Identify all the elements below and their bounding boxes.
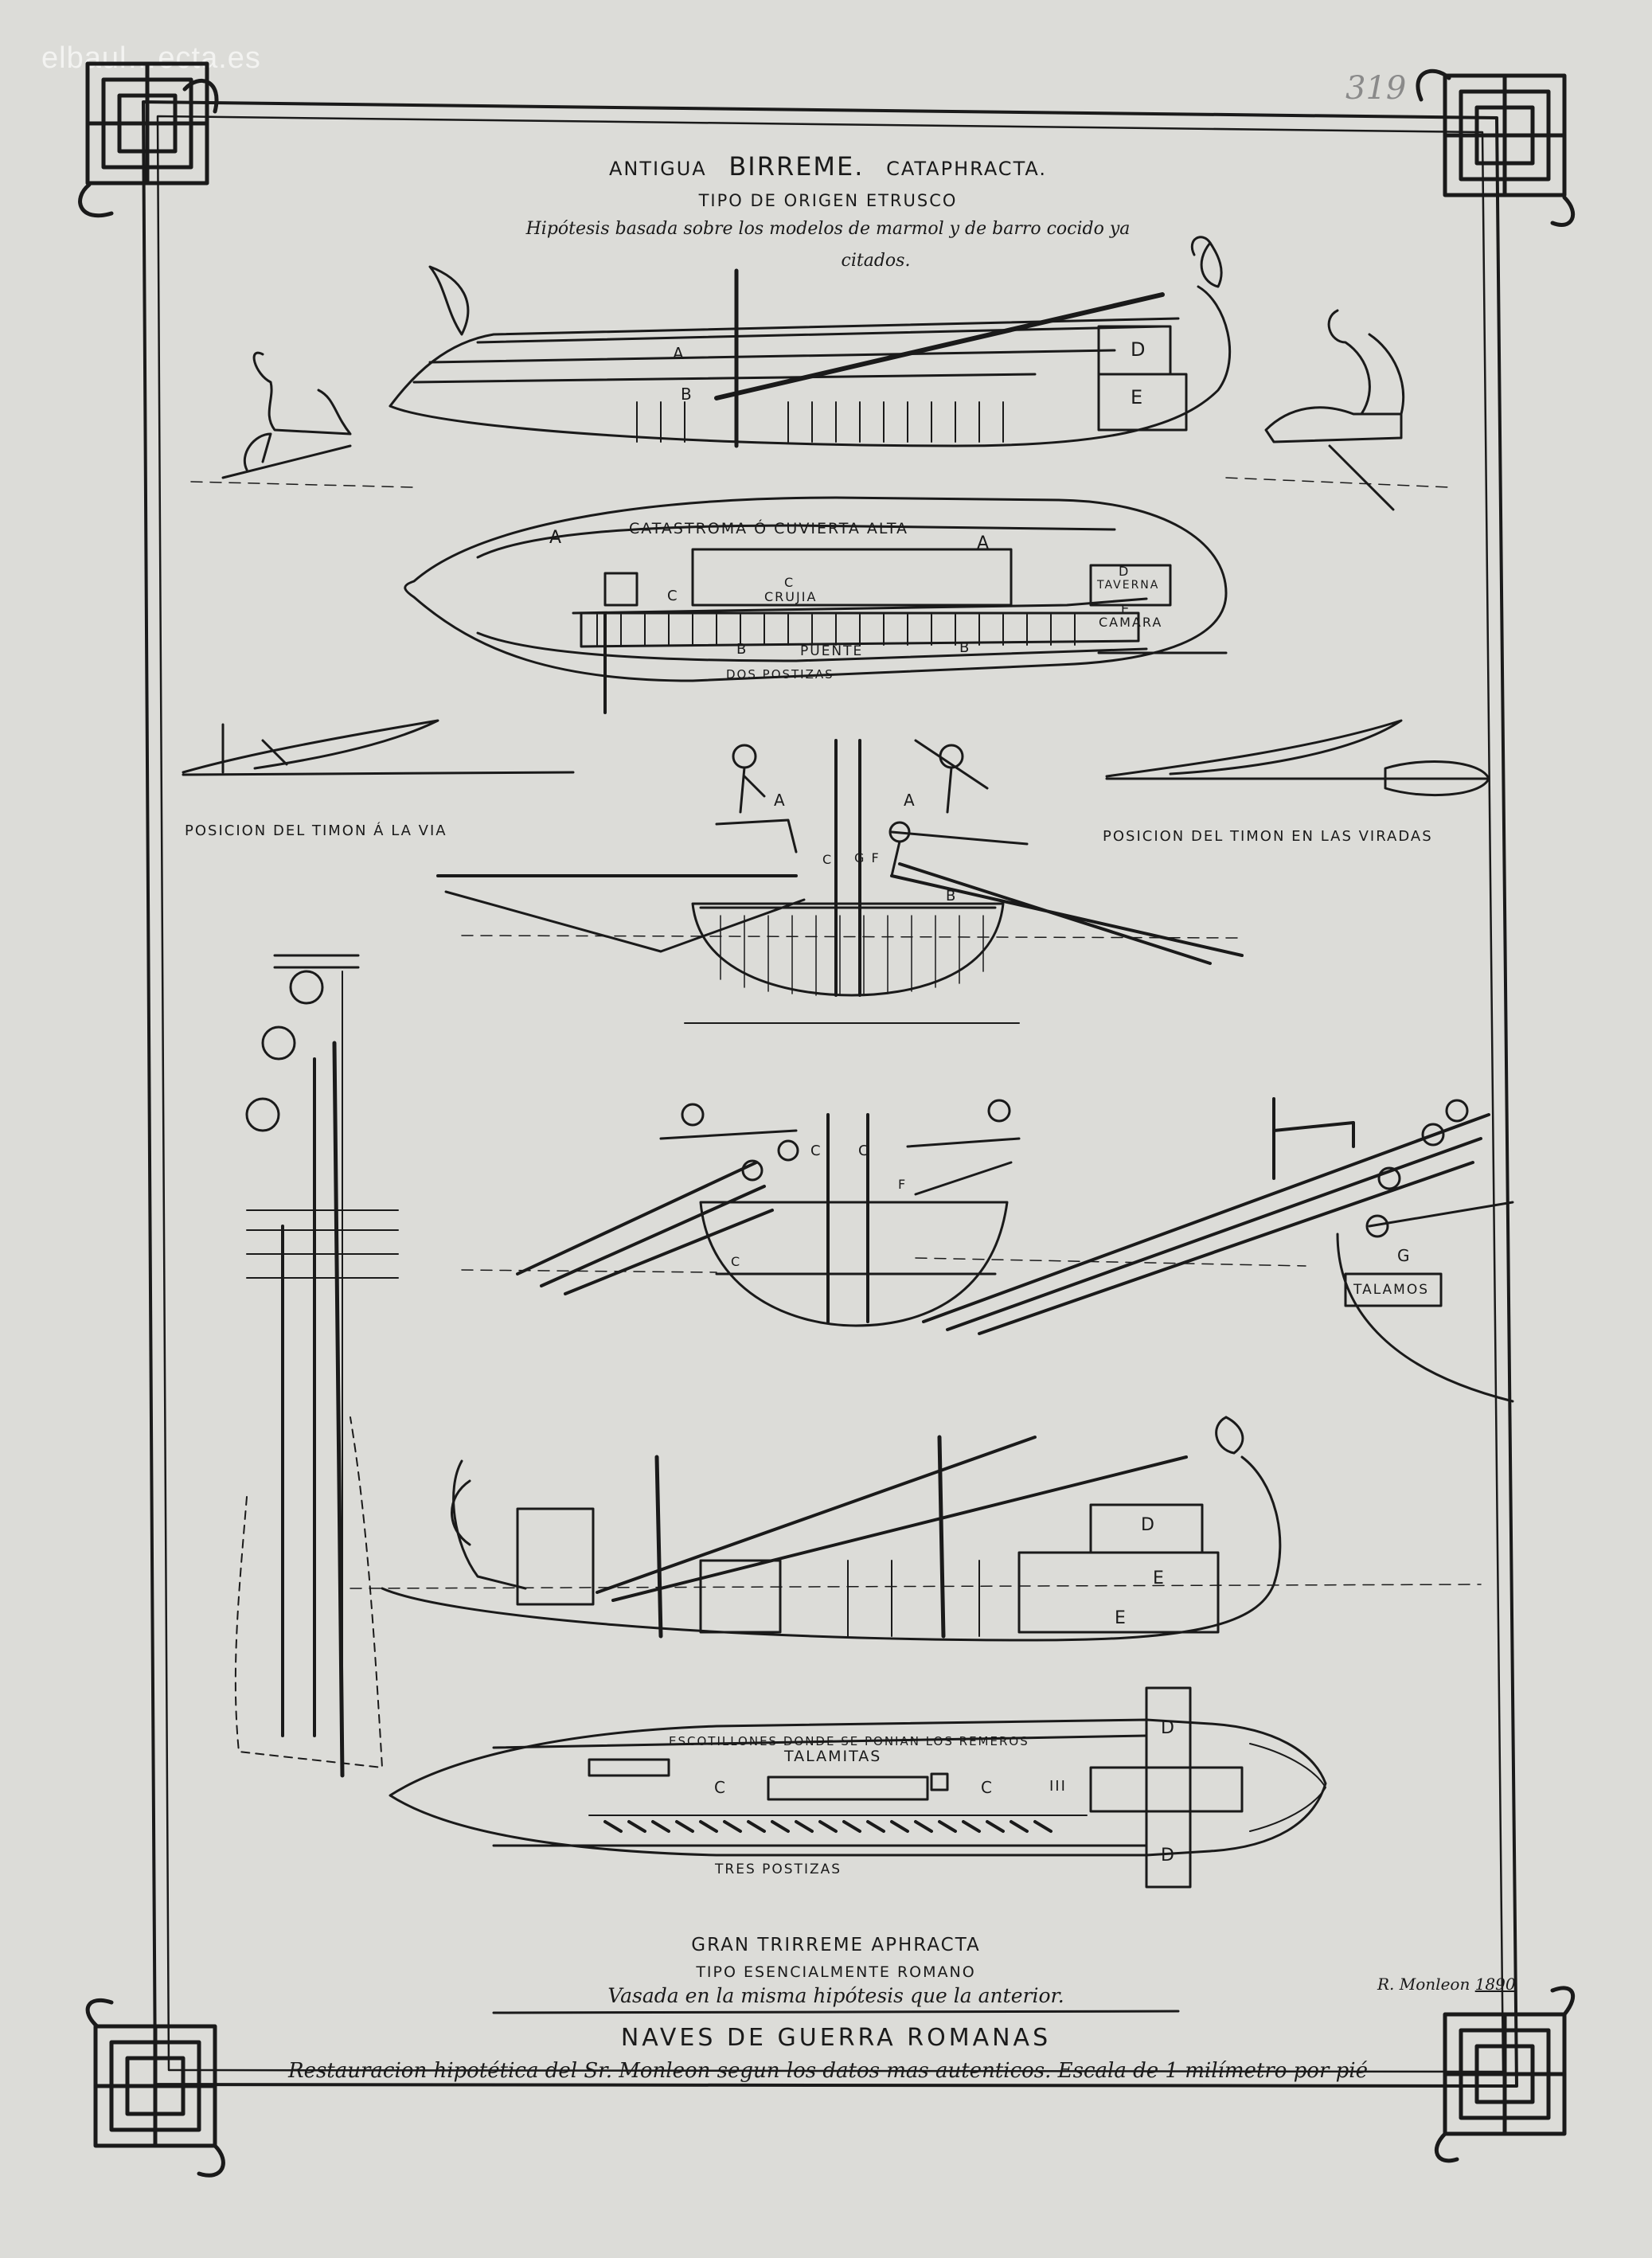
acrostolium-right (1264, 309, 1405, 511)
label-crujia: CRUJIA (764, 589, 818, 604)
signature-name: R. Monleon (1377, 1975, 1470, 1994)
rudder-elevation (234, 954, 399, 1778)
label-deck-A-left: A (549, 528, 564, 548)
label-side-B: B (681, 385, 693, 404)
birreme-side-view (389, 236, 1232, 448)
lower-subtitle: TIPO ESENCIALMENTE ROMANO (696, 1963, 976, 1981)
label-xs-C: C (822, 852, 834, 867)
caption-rudder-left: POSICION DEL TIMON Á LA VIA (185, 822, 447, 839)
corner-ornament-top-right (1416, 68, 1576, 227)
label-talamos: TALAMOS (1353, 1282, 1430, 1298)
label-xs-A-left: A (774, 791, 787, 810)
signature: R. Monleon 1890 (1377, 1975, 1516, 1994)
upper-note-line1: Hipótesis basada sobre los modelos de ma… (525, 219, 1131, 239)
label-tri-C1: C (714, 1778, 727, 1797)
label-deck-D: D (1119, 564, 1131, 579)
upper-note-line2: citados. (841, 251, 911, 271)
label-deck-B-right: B (959, 639, 971, 656)
label-dos-postizas: DOS POSTIZAS (726, 667, 834, 682)
label-tri-D: D (1141, 1515, 1156, 1535)
label-taverna: TAVERNA (1097, 579, 1160, 592)
label-xs2-C2: C (858, 1143, 870, 1159)
upper-subtitle: TIPO DE ORIGEN ETRUSCO (698, 191, 958, 210)
caption-rudder-right: POSICION DEL TIMON EN LAS VIRADAS (1103, 828, 1433, 845)
label-xs2-C1: C (810, 1143, 822, 1159)
sea-lines (190, 477, 1482, 1589)
label-side-A: A (673, 344, 685, 363)
label-tres-postizas: TRES POSTIZAS (715, 1861, 842, 1877)
label-talamitas: TALAMITAS (784, 1748, 882, 1765)
label-deck-top: CATASTROMA Ó CUVIERTA ALTA (629, 520, 909, 537)
label-xs-A-right: A (904, 791, 916, 810)
lower-title: GRAN TRIRREME APHRACTA (691, 1935, 981, 1955)
label-side-D: D (1131, 338, 1147, 361)
birreme-deck-plan (404, 496, 1228, 714)
page-number: 319 (1345, 70, 1407, 107)
swan-figurehead-left (221, 351, 352, 479)
upper-title: ANTIGUA BIRREME. CATAPHRACTA. (478, 151, 1178, 182)
label-deck-E: E (1121, 601, 1131, 616)
trireme-cross-section (516, 1099, 1021, 1327)
label-xs2-F: F (898, 1177, 908, 1192)
label-deck-B-left: B (736, 641, 748, 658)
label-tri-E2: E (1115, 1608, 1127, 1628)
watermark: elbaul…ecta.es (41, 41, 261, 75)
plate-border (142, 100, 1518, 2088)
plate-caption: Restauracion hipotética del Sr. Monleon … (288, 2059, 1368, 2083)
label-tri-C2: C (981, 1778, 994, 1797)
label-xs3-G: G (1397, 1246, 1412, 1265)
corner-ornament-top-left (78, 61, 219, 218)
label-tri-D-bottom: D (1161, 1846, 1176, 1865)
divider-rule (492, 2010, 1180, 2014)
label-side-E: E (1131, 386, 1145, 408)
trireme-deck-plan (389, 1686, 1327, 1889)
label-tri-III: III (1049, 1778, 1067, 1795)
plate-title: NAVES DE GUERRA ROMANAS (620, 2024, 1052, 2052)
label-deck-A-right: A (977, 533, 991, 553)
label-camara: CAMARA (1099, 615, 1163, 630)
label-tri-D-top: D (1161, 1718, 1176, 1738)
corner-ornament-bottom-left (85, 1998, 225, 2178)
birreme-cross-section (436, 739, 1244, 1024)
title-suffix: CATAPHRACTA. (886, 158, 1047, 180)
rowers-detail (922, 1097, 1514, 1403)
trireme-side-view (381, 1416, 1282, 1642)
label-deck-C-left: C (667, 588, 679, 604)
title-prefix: ANTIGUA (609, 158, 707, 180)
label-deck-C-mid: C (784, 575, 795, 590)
label-puente: PUENTE (800, 643, 864, 659)
lower-note: Vasada en la misma hipótesis que la ante… (607, 1984, 1064, 2007)
label-xs-GF: G F (854, 850, 881, 865)
label-tri-E1: E (1153, 1568, 1166, 1588)
label-escotillones: ESCOTILLONES DONDE SE PONIAN LOS REMEROS (669, 1734, 1029, 1748)
label-xs2-C-low: C (731, 1254, 742, 1269)
signature-year: 1890 (1474, 1975, 1516, 1994)
rudder-diagram-left (182, 719, 575, 776)
rudder-diagram-right (1105, 719, 1490, 797)
label-xs-B: B (946, 888, 958, 904)
title-main: BIRREME. (728, 151, 865, 182)
corner-ornament-bottom-right (1434, 1986, 1576, 2163)
